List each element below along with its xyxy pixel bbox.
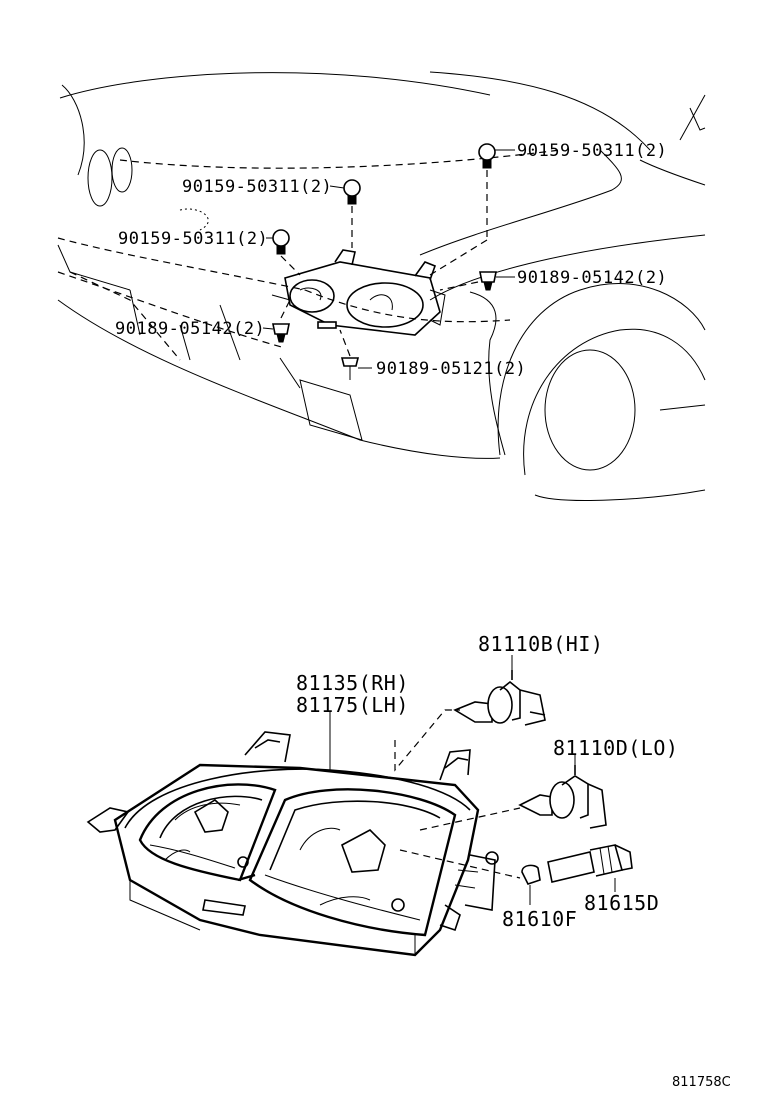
bulb-hi-label: 81110B(HI)	[478, 632, 603, 656]
bulb-hi-icon	[453, 670, 546, 726]
clip-bottom-label: 90189-05121(2)	[376, 359, 526, 379]
bolt-left-icon	[272, 229, 301, 276]
bulb-small-label: 81610F	[502, 907, 577, 931]
bolt-left-label: 90159-50311(2)	[118, 229, 268, 249]
vehicle-front-illustration	[57, 71, 706, 501]
clip-right-label: 90189-05142(2)	[517, 268, 667, 288]
socket-label: 81615D	[584, 891, 659, 915]
bolt-top-right-label: 90159-50311(2)	[517, 141, 667, 161]
clip-left-label: 90189-05142(2)	[115, 319, 265, 339]
bolt-upper-left-icon	[343, 179, 361, 248]
diagram-reference-code: 811758C	[672, 1075, 731, 1090]
headlamp-lh-label: 81175(LH)	[296, 693, 409, 717]
bulb-lo-icon	[518, 765, 607, 829]
bulb-lo-label: 81110D(LO)	[553, 736, 678, 760]
lower-leader-lines	[329, 655, 616, 905]
clip-right-icon	[439, 271, 497, 291]
socket-icon	[547, 844, 633, 883]
headlamp-installed-small	[271, 249, 446, 336]
bolt-top-right-icon	[478, 143, 496, 240]
upper-leader-lines	[262, 149, 515, 369]
clip-left-icon	[272, 299, 291, 343]
clip-bottom-icon	[339, 329, 360, 380]
headlamp-rh-label: 81135(RH)	[296, 671, 409, 695]
bulb-small-icon	[521, 864, 541, 885]
headlamp-assembly-large	[86, 731, 499, 957]
bolt-upper-left-label: 90159-50311(2)	[182, 177, 332, 197]
